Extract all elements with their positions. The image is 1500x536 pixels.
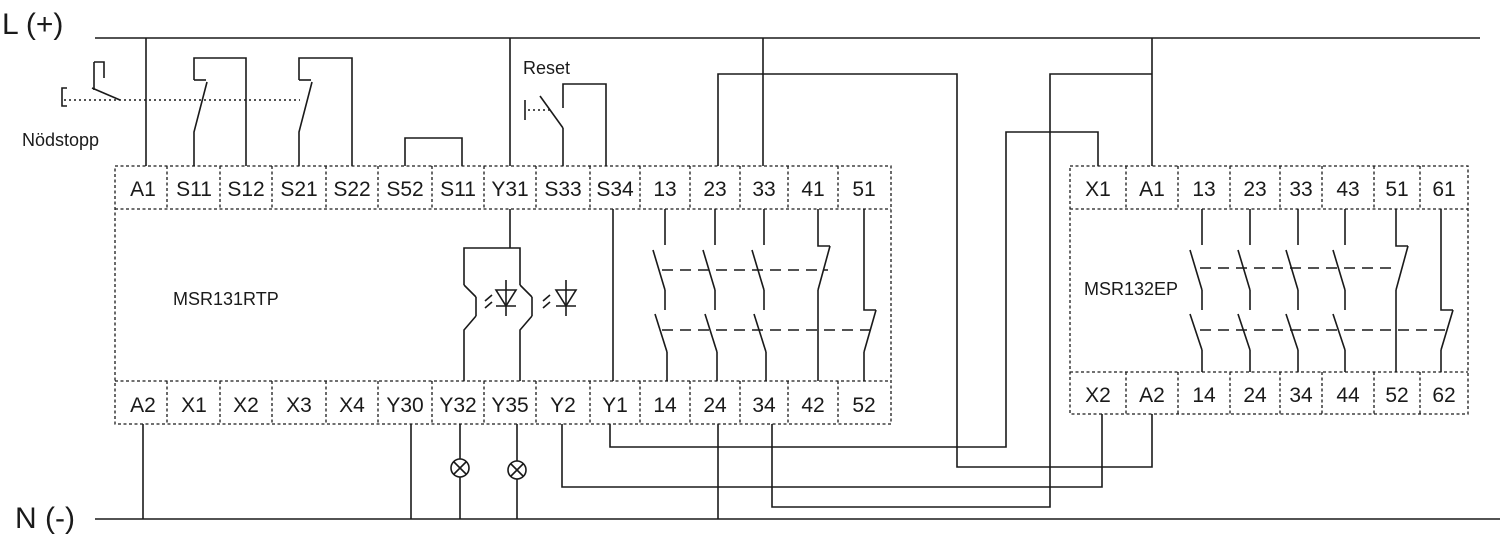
s52-s11-jumper — [404, 137, 463, 166]
terminal-label: S52 — [386, 178, 423, 201]
terminal-label: X4 — [339, 394, 365, 417]
unit2-outline — [1069, 165, 1469, 415]
unit1-name: MSR131RTP — [173, 289, 279, 309]
terminal-label: 34 — [1289, 384, 1313, 407]
terminal-label: 43 — [1336, 178, 1359, 201]
terminal-label: A1 — [1139, 178, 1165, 201]
terminal-label: S11 — [176, 178, 212, 201]
unit2-module: X1 A1 13 23 33 43 51 61 X2 A2 14 24 34 4… — [1069, 165, 1469, 415]
estop-actuator — [61, 87, 67, 107]
terminal-label: Y32 — [439, 394, 476, 417]
unit2-top-terminal-labels: X1 A1 13 23 33 43 51 61 — [1085, 178, 1456, 201]
terminal-label: A1 — [130, 178, 156, 201]
estop-head — [94, 61, 105, 78]
wire-23-a2-unit2 — [717, 73, 1153, 468]
terminal-label: 23 — [703, 178, 726, 201]
terminal-label: X1 — [1085, 178, 1111, 201]
unit1-bottom-dividers — [166, 381, 839, 424]
wire-34-return — [771, 73, 1152, 508]
unit2-relay-contacts — [1189, 209, 1454, 372]
terminal-label: X2 — [233, 394, 259, 417]
terminal-label: Y30 — [386, 394, 423, 417]
unit1-module: A1 S11 S12 S21 S22 S52 S11 Y31 S33 S34 1… — [114, 165, 892, 425]
terminal-label: 23 — [1243, 178, 1266, 201]
indicator-lamp-y32 — [450, 424, 470, 519]
rail-label-bottom: N (-) — [15, 502, 75, 535]
terminal-label: 61 — [1432, 178, 1455, 201]
terminal-label: Y1 — [602, 394, 628, 417]
unit2-bottom-terminal-labels: X2 A2 14 24 34 44 52 62 — [1085, 384, 1456, 407]
unit2-top-dividers — [1125, 166, 1421, 209]
terminal-label: 51 — [1385, 178, 1408, 201]
terminal-label: 42 — [801, 394, 824, 417]
indicator-lamp-y35 — [507, 424, 527, 519]
terminal-label: S34 — [596, 178, 634, 201]
terminal-label: Y31 — [491, 178, 528, 201]
optocoupler-circuit — [463, 209, 578, 381]
terminal-label: 52 — [852, 394, 875, 417]
terminal-label: Y2 — [550, 394, 576, 417]
terminal-label: S22 — [333, 178, 370, 201]
rail-label-top: L (+) — [2, 8, 63, 41]
terminal-label: 14 — [1192, 384, 1216, 407]
terminal-label: A2 — [1139, 384, 1165, 407]
estop-label: Nödstopp — [22, 130, 99, 150]
terminal-label: S21 — [280, 178, 317, 201]
wire-y2-x2-unit2 — [561, 414, 1103, 488]
terminal-label: 13 — [653, 178, 676, 201]
terminal-label: X3 — [286, 394, 312, 417]
terminal-label: 24 — [703, 394, 727, 417]
unit1-outline — [114, 165, 892, 425]
terminal-label: 62 — [1432, 384, 1455, 407]
unit1-bottom-terminal-labels: A2 X1 X2 X3 X4 Y30 Y32 Y35 Y2 Y1 14 24 3… — [130, 394, 876, 417]
emergency-stop-switch: Nödstopp — [22, 57, 353, 166]
terminal-label: 33 — [1289, 178, 1312, 201]
unit2-name: MSR132EP — [1084, 279, 1178, 299]
terminal-label: X2 — [1085, 384, 1111, 407]
terminal-label: S11 — [440, 178, 476, 201]
unit2-bottom-dividers — [1125, 372, 1421, 414]
terminal-label: 13 — [1192, 178, 1215, 201]
terminal-label: S12 — [227, 178, 264, 201]
terminal-label: 51 — [852, 178, 875, 201]
terminal-label: 52 — [1385, 384, 1408, 407]
terminal-label: Y35 — [491, 394, 528, 417]
terminal-label: S33 — [544, 178, 581, 201]
terminal-label: 14 — [653, 394, 677, 417]
terminal-label: 41 — [801, 178, 824, 201]
terminal-label: 44 — [1336, 384, 1360, 407]
unit1-top-dividers — [166, 166, 839, 209]
unit1-relay-contacts — [652, 209, 877, 381]
terminal-label: 33 — [752, 178, 775, 201]
terminal-label: 34 — [752, 394, 776, 417]
terminal-label: X1 — [181, 394, 207, 417]
terminal-label: 24 — [1243, 384, 1267, 407]
wire-y1-x1-unit2 — [609, 131, 1099, 448]
terminal-label: A2 — [130, 394, 156, 417]
reset-label: Reset — [523, 58, 570, 78]
reset-button: Reset — [523, 58, 607, 166]
unit1-top-terminal-labels: A1 S11 S12 S21 S22 S52 S11 Y31 S33 S34 1… — [130, 178, 876, 201]
